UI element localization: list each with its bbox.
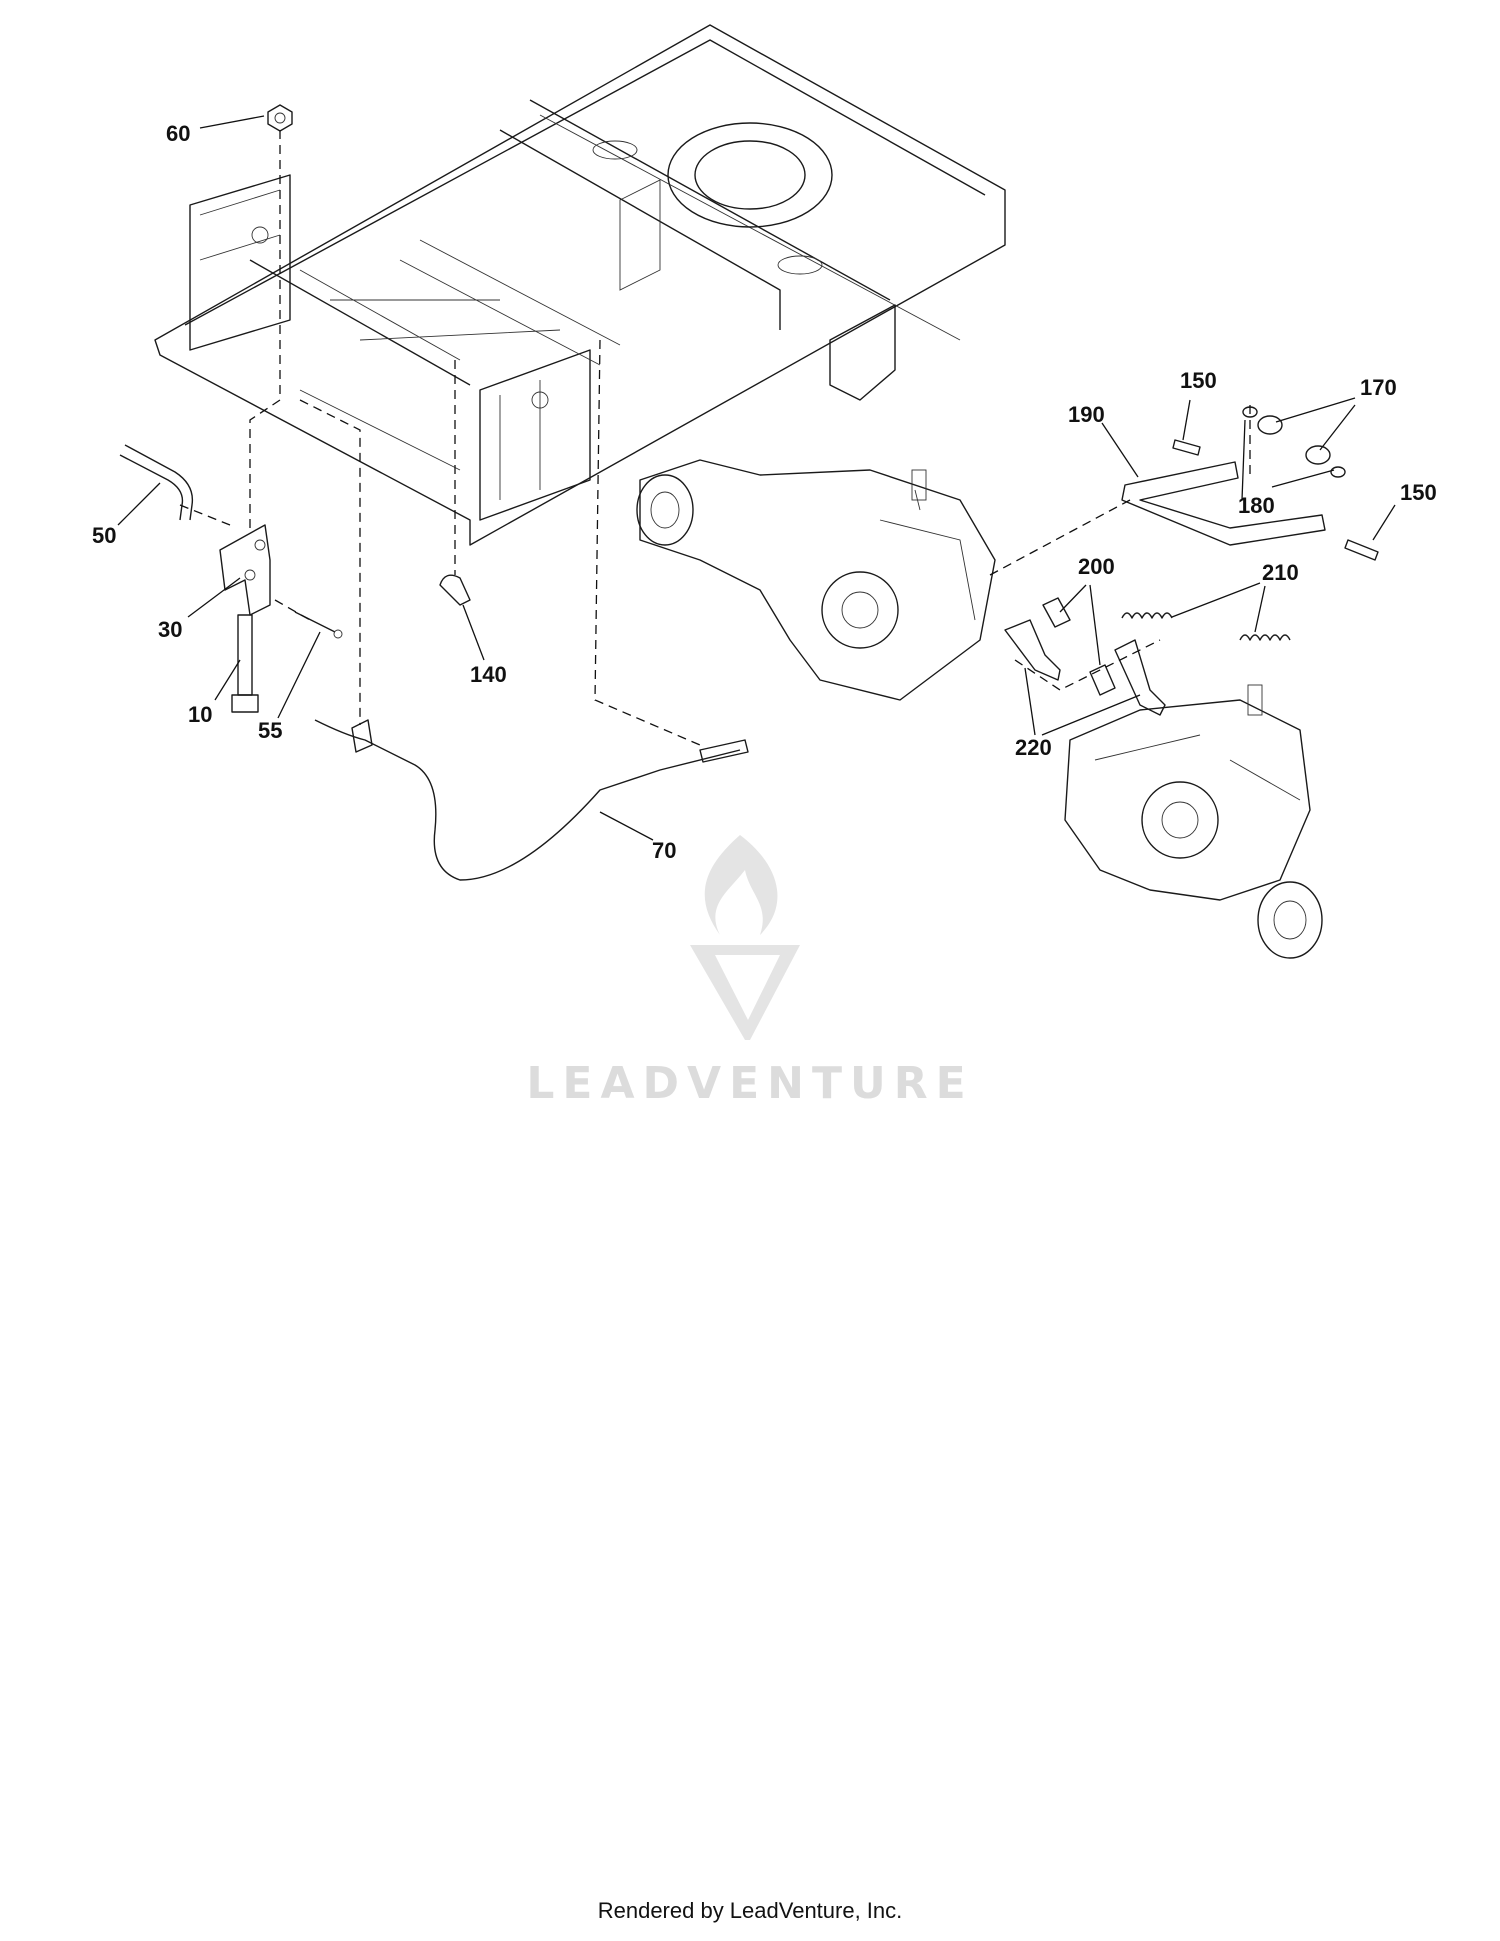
callout-210: 210 — [1262, 560, 1299, 585]
callout-70: 70 — [652, 838, 676, 863]
cable-tie-140 — [439, 574, 471, 606]
callout-labels: 60 50 30 10 55 140 70 190 150 170 180 15… — [92, 121, 1437, 863]
springs-210 — [1121, 612, 1291, 641]
callout-190: 190 — [1068, 402, 1105, 427]
callout-60: 60 — [166, 121, 190, 146]
callout-10: 10 — [188, 702, 212, 727]
callout-180: 180 — [1238, 493, 1275, 518]
callout-170: 170 — [1360, 375, 1397, 400]
brake-arms-220 — [1004, 619, 1166, 716]
assembly-dashed-lines — [179, 130, 1251, 746]
watermark-logo-icon — [690, 835, 800, 1040]
callout-140: 140 — [470, 662, 507, 687]
callout-leaders — [117, 115, 1396, 841]
callout-150-right: 150 — [1400, 480, 1437, 505]
clips-170-180 — [1242, 406, 1346, 478]
callout-150-top: 150 — [1180, 368, 1217, 393]
pins-150 — [1172, 439, 1379, 561]
bracket-30 — [219, 524, 271, 616]
callout-200: 200 — [1078, 554, 1115, 579]
callout-30: 30 — [158, 617, 182, 642]
left-transaxle — [636, 459, 996, 701]
shoulder-bolt-10 — [231, 614, 259, 713]
hex-nut-60 — [267, 104, 293, 132]
bolts-200 — [1042, 597, 1116, 696]
brake-rod-190 — [1121, 461, 1326, 546]
footer-credit: Rendered by LeadVenture, Inc. — [597, 1898, 903, 1923]
chassis-frame — [154, 24, 1006, 546]
callout-55: 55 — [258, 718, 282, 743]
callout-220: 220 — [1015, 735, 1052, 760]
bent-pin-50 — [119, 444, 194, 521]
right-transaxle — [1064, 684, 1323, 959]
cable-70 — [314, 719, 749, 881]
callout-50: 50 — [92, 523, 116, 548]
watermark-brand: LEADVENTURE — [526, 1058, 974, 1109]
